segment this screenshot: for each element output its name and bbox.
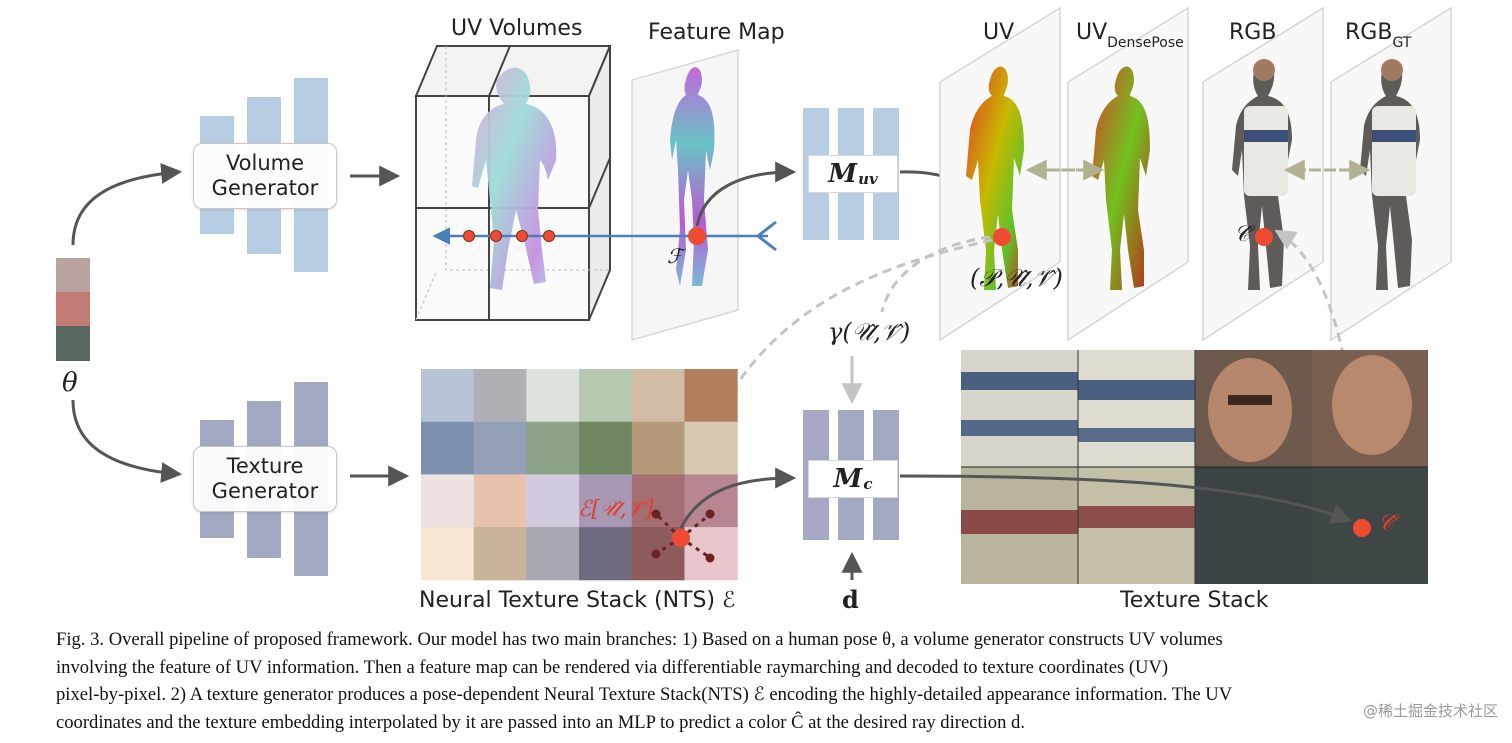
- nts-tile: [473, 474, 527, 528]
- nts-tile: [526, 369, 580, 423]
- rgb-gt-main: RGB: [1345, 20, 1393, 45]
- theta-to-texture-arrow: [71, 399, 183, 483]
- feature-map-plane: [631, 49, 739, 341]
- volume-generator-line2: Generator: [211, 176, 319, 200]
- camera-icon: [755, 220, 777, 252]
- caption-line: coordinates and the texture embedding in…: [56, 711, 1025, 733]
- point-tuple-symbol: (𝒫,𝒰̂,𝒱̂): [970, 264, 1063, 292]
- texture-stack-image: [961, 350, 1428, 584]
- nts-tile: [631, 474, 685, 528]
- nts-tile: [421, 474, 475, 528]
- uv-volume-cube: [414, 45, 612, 321]
- stack-color-symbol: 𝒞̂: [1378, 511, 1395, 536]
- nts-tile: [631, 421, 685, 475]
- texture-stack-label: Texture Stack: [1120, 588, 1269, 613]
- nts-tile: [421, 421, 475, 475]
- mc-main: M: [833, 464, 863, 494]
- nts-tile: [473, 421, 527, 475]
- nts-grid: [421, 369, 738, 581]
- nts-tile: [684, 421, 738, 475]
- uv-point: [993, 228, 1011, 246]
- texture-generator-line1: Texture: [226, 454, 304, 478]
- muv-sub: uv: [858, 170, 878, 188]
- rgb-gt-label: RGBGT: [1345, 20, 1411, 51]
- caption-line: involving the feature of UV information.…: [56, 656, 1169, 678]
- rgb-point: [1255, 228, 1273, 246]
- rgb-color-symbol: 𝒞̂: [1234, 222, 1251, 247]
- volume-generator-line1: Volume: [225, 151, 305, 175]
- caption-line: pixel-by-pixel. 2) A texture generator p…: [56, 684, 1233, 705]
- uv-densepose-main: UV: [1076, 20, 1108, 45]
- direction-symbol: d: [842, 585, 859, 614]
- texture-generator-line2: Generator: [211, 479, 319, 503]
- uv-densepose-figure: [1092, 66, 1150, 290]
- stack-point: [1353, 519, 1371, 537]
- nts-label: Neural Texture Stack (NTS) ℰ: [419, 588, 736, 613]
- uv-densepose-label: UVDensePose: [1076, 20, 1184, 51]
- muv-main: M: [828, 159, 858, 189]
- nts-tile: [684, 474, 738, 528]
- feature-symbol: ℱ: [667, 244, 683, 268]
- uv-to-gamma-dashed: [880, 235, 991, 313]
- mc-to-stack-arrow: [899, 474, 1352, 524]
- uv-label: UV: [983, 20, 1015, 45]
- nts-tile: [526, 421, 580, 475]
- feature-point: [688, 227, 706, 245]
- caption-line: Fig. 3. Overall pipeline of proposed fra…: [56, 629, 1223, 650]
- gamma-symbol: γ(𝒰̂,𝒱̂): [828, 318, 911, 346]
- mc-sub: c: [863, 475, 873, 493]
- nts-tile: [526, 527, 580, 581]
- volume-generator-box: Volume Generator: [193, 143, 337, 209]
- nts-interpolation: [655, 513, 710, 559]
- watermark: @稀土掘金技术社区: [1362, 702, 1498, 720]
- feature-map-label: Feature Map: [648, 20, 785, 45]
- nts-tile: [473, 527, 527, 581]
- nts-tile: [684, 369, 738, 423]
- theta-to-volume-arrow: [71, 163, 183, 246]
- rgb-gt-figure: [1360, 59, 1420, 290]
- nts-point: [672, 529, 690, 547]
- nts-tile: [579, 474, 633, 528]
- embedding-symbol: ℰ[𝒰̂,𝒱̂]: [578, 497, 654, 522]
- rgb-label: RGB: [1229, 20, 1277, 45]
- texture-generator-box: Texture Generator: [193, 446, 337, 512]
- uv-volumes-label: UV Volumes: [451, 16, 583, 41]
- theta-symbol: θ: [62, 368, 78, 398]
- rgb-gt-sub: GT: [1392, 35, 1412, 51]
- figure-caption: Fig. 3. Overall pipeline of proposed fra…: [56, 626, 1428, 736]
- nts-tile: [579, 527, 633, 581]
- nts-tile: [579, 421, 633, 475]
- nts-tile: [421, 527, 475, 581]
- nts-tile: [631, 369, 685, 423]
- nts-tile: [473, 369, 527, 423]
- nts-tile: [526, 474, 580, 528]
- feature-to-muv-arrow: [695, 161, 797, 227]
- nts-to-mc-arrow: [679, 467, 797, 529]
- nts-tile: [579, 369, 633, 423]
- ray-samples: [463, 230, 555, 242]
- pose-code: [56, 258, 90, 361]
- uv-densepose-sub: DensePose: [1107, 35, 1184, 51]
- nts-tile: [421, 369, 475, 423]
